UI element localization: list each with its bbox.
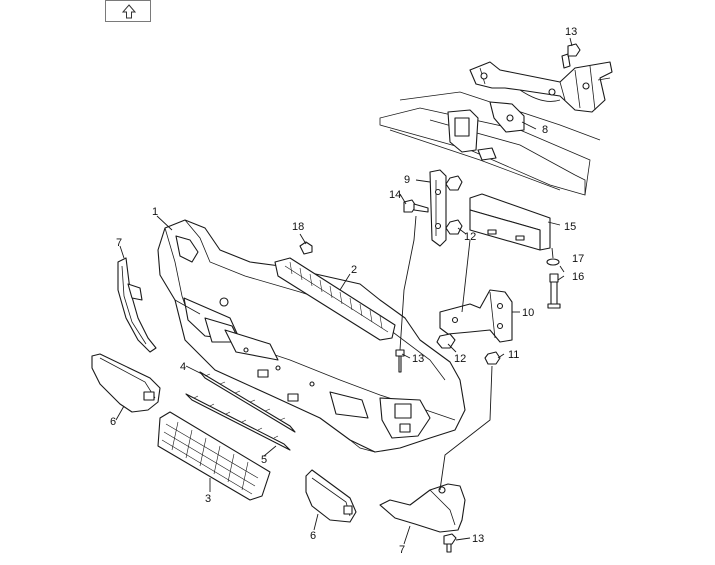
navigate-up-button[interactable]	[105, 0, 151, 22]
lower-strip-lower	[185, 393, 291, 451]
arrow-up-icon	[121, 4, 137, 19]
side-bracket	[439, 289, 513, 343]
callout-12-upper: 12	[464, 231, 476, 243]
nut-12-lower	[436, 333, 456, 349]
lower-grille	[157, 411, 271, 501]
callout-7-left: 7	[116, 237, 122, 249]
callout-8: 8	[542, 124, 548, 136]
callout-12-lower: 12	[454, 353, 466, 365]
right-end-cap	[379, 483, 466, 533]
callout-3: 3	[205, 493, 211, 505]
bolt-13-mid	[395, 349, 405, 373]
callout-9: 9	[404, 174, 410, 186]
callout-13-bottom: 13	[472, 533, 484, 545]
bolt-14	[403, 199, 429, 213]
bracket-plate	[469, 193, 551, 251]
callout-16: 16	[572, 271, 584, 283]
callout-2: 2	[351, 264, 357, 276]
upper-grille-strip	[274, 257, 396, 341]
tow-bracket-assembly	[469, 53, 613, 133]
vehicle-frame-outline	[379, 91, 601, 196]
vertical-bracket	[429, 169, 447, 247]
callout-10: 10	[522, 307, 534, 319]
bolt-13-top	[567, 43, 581, 57]
callout-5: 5	[261, 454, 267, 466]
callout-6-left: 6	[110, 416, 116, 428]
callout-15: 15	[564, 221, 576, 233]
bolt-16	[547, 273, 561, 309]
callout-labels: 1 2 3 4 5 6 6 7 7 8 9 10 11 12 12 13 13 …	[110, 26, 584, 556]
callout-18: 18	[292, 221, 304, 233]
leader-lines	[115, 37, 573, 545]
callout-11: 11	[508, 349, 519, 361]
callout-17: 17	[572, 253, 584, 265]
lower-strip-upper	[199, 371, 296, 433]
callout-7-bottom: 7	[399, 544, 405, 556]
bolt-13-bottom	[443, 533, 457, 553]
bumper-body	[157, 219, 466, 453]
callout-14: 14	[389, 189, 401, 201]
left-corner-cover	[91, 353, 161, 413]
callout-6-bottom: 6	[310, 530, 316, 542]
nut-upper-pair	[445, 175, 463, 235]
callout-13-top: 13	[565, 26, 577, 38]
callout-4: 4	[180, 361, 186, 373]
callout-13-mid: 13	[412, 353, 424, 365]
washer-17	[546, 258, 560, 266]
right-corner-cover	[305, 469, 357, 523]
callout-1: 1	[152, 206, 158, 218]
nut-11	[484, 351, 501, 365]
left-end-bracket	[117, 257, 157, 353]
